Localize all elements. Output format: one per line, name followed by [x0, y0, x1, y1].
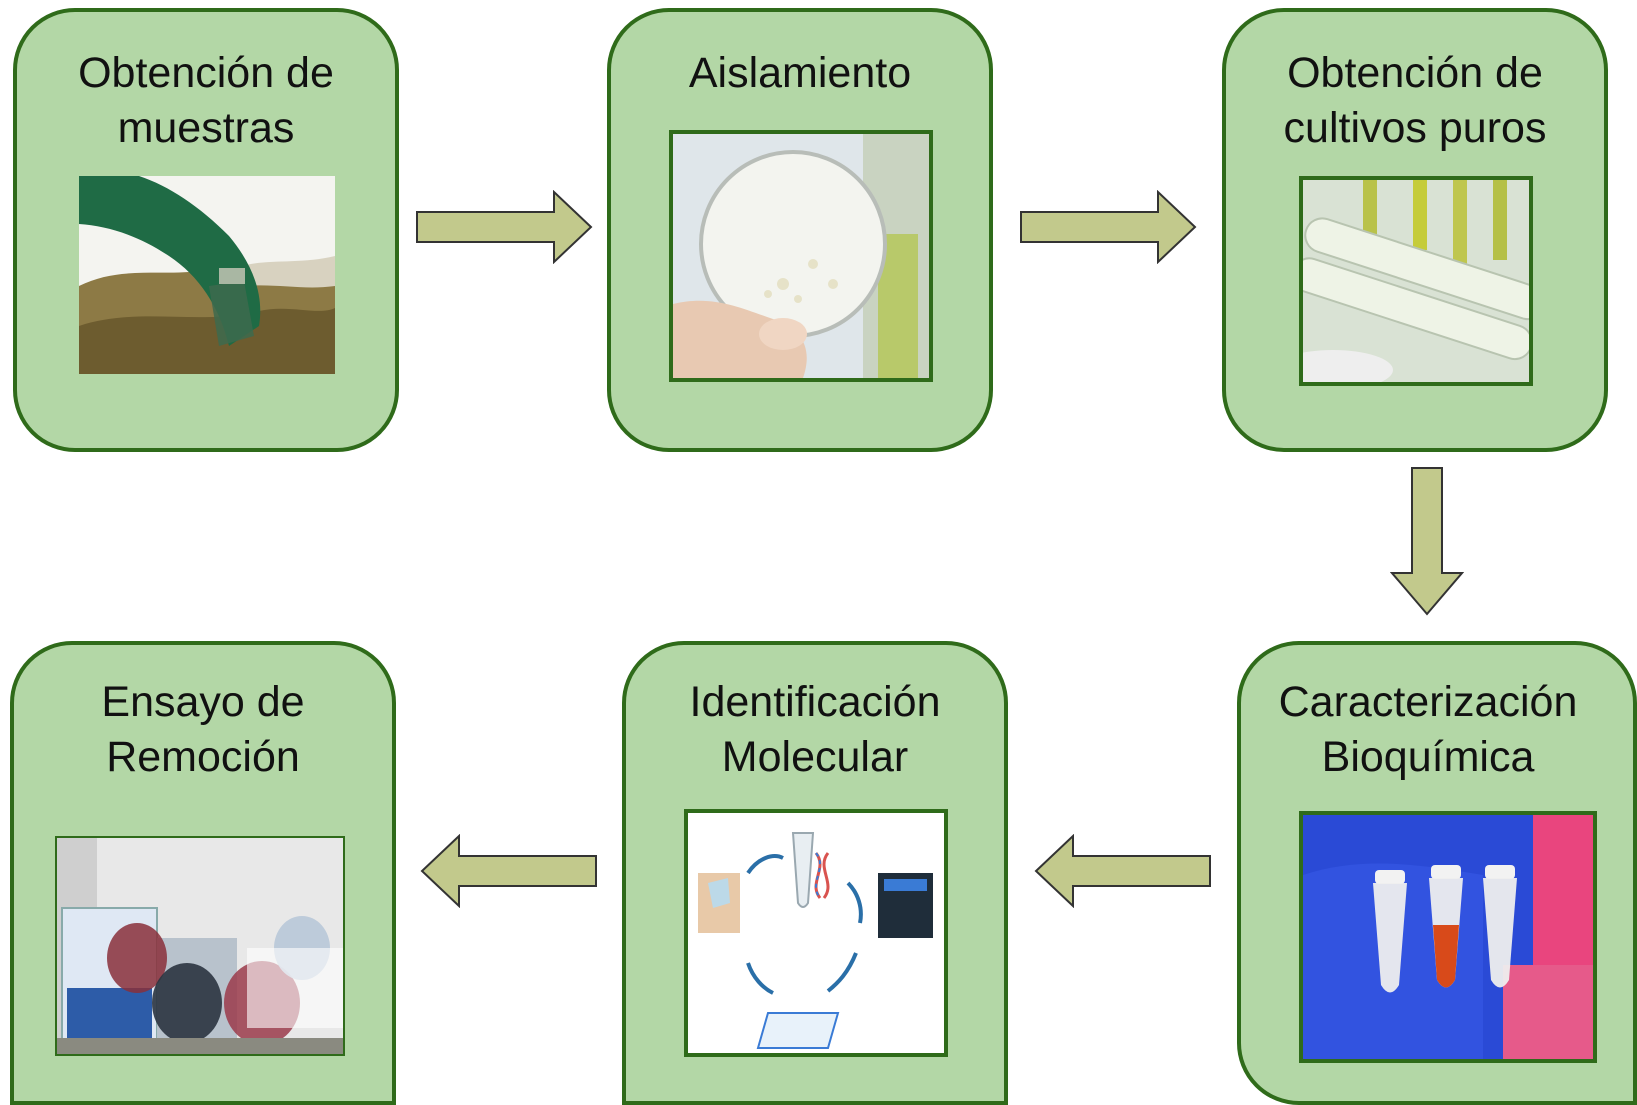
step-title: Identificación Molecular	[626, 675, 1004, 785]
petri-dish-image	[669, 130, 933, 382]
step-box-cultivos-puros: Obtención de cultivos puros	[1222, 8, 1608, 452]
step-title-line1: Obtención de	[1287, 49, 1543, 97]
step-box-aislamiento: Aislamiento	[607, 8, 993, 452]
step-box-identificacion-molecular: Identificación Molecular	[622, 641, 1008, 1105]
step-box-obtencion-muestras: Obtención de muestras	[13, 8, 399, 452]
step-title-line2: Remoción	[106, 733, 300, 781]
arrow-down	[1390, 466, 1464, 616]
step-title: Caracterización Bioquímica	[1241, 675, 1615, 785]
sample-collection-image	[79, 176, 335, 374]
step-title-line1: Ensayo de	[101, 678, 305, 726]
step-title-line1: Identificación	[689, 678, 941, 726]
step-title-line1: Obtención de	[78, 49, 334, 97]
step-box-ensayo-remocion: Ensayo de Remoción	[10, 641, 396, 1105]
arrow-right-2	[1019, 190, 1197, 264]
step-title-line2: Bioquímica	[1321, 733, 1535, 781]
step-title-line2: Molecular	[721, 733, 909, 781]
microtubes-image	[1299, 811, 1597, 1063]
step-title-line1: Caracterización	[1278, 678, 1578, 726]
step-title-line1: Aislamiento	[688, 49, 912, 97]
step-title-line2: cultivos puros	[1283, 104, 1547, 152]
arrow-left-2	[420, 834, 598, 908]
molecular-workflow-image	[684, 809, 948, 1057]
arrow-right-1	[415, 190, 593, 264]
step-title: Aislamiento	[611, 46, 989, 101]
step-title: Ensayo de Remoción	[14, 675, 392, 785]
step-title: Obtención de cultivos puros	[1226, 46, 1604, 156]
test-tubes-image	[1299, 176, 1533, 386]
arrow-left-1	[1034, 834, 1212, 908]
step-box-caracterizacion-bioquimica: Caracterización Bioquímica	[1237, 641, 1637, 1105]
step-title-line2: muestras	[117, 104, 295, 152]
removal-assay-image	[55, 836, 345, 1056]
step-title: Obtención de muestras	[17, 46, 395, 156]
